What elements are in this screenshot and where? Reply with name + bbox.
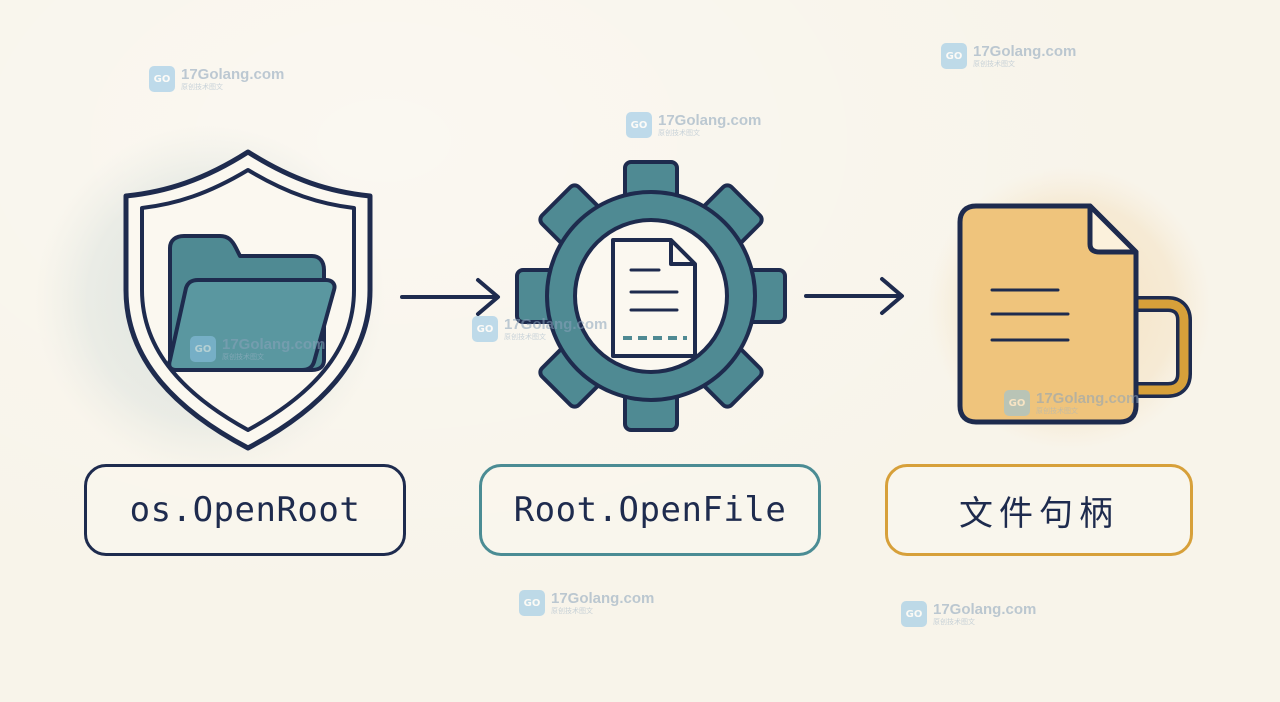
shield-folder-icon <box>35 125 385 475</box>
label-text: os.OpenRoot <box>129 490 361 530</box>
label-text: 文件句柄 <box>959 493 1119 534</box>
arrow-right-icon <box>804 277 904 315</box>
label-text: Root.OpenFile <box>513 490 787 530</box>
arrow-right-icon <box>400 278 500 316</box>
label-os-openroot: os.OpenRoot <box>84 464 406 556</box>
label-root-openfile: Root.OpenFile <box>479 464 821 556</box>
label-file-handle: 文件句柄 <box>885 464 1193 556</box>
gear-document-icon <box>515 160 787 432</box>
document-mug-icon <box>928 166 1212 450</box>
